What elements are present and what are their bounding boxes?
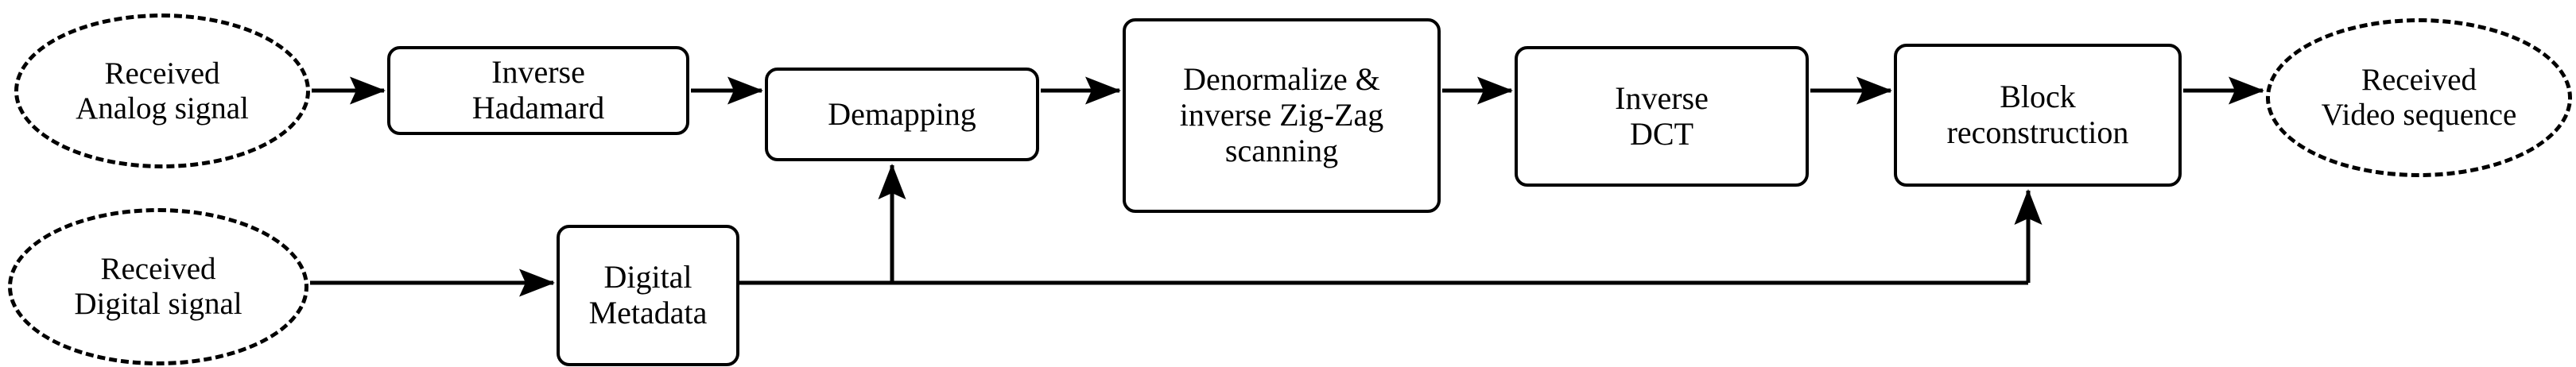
node-digital-metadata[interactable]: Digital Metadata [557,225,739,366]
node-label: Received Digital signal [74,252,242,321]
node-label: Inverse DCT [1615,79,1709,152]
node-received-video-sequence[interactable]: Received Video sequence [2266,18,2572,177]
node-demapping[interactable]: Demapping [765,68,1039,161]
node-received-analog-signal[interactable]: Received Analog signal [14,14,310,168]
node-block-reconstruction[interactable]: Block reconstruction [1894,44,2182,187]
node-label: Inverse Hadamard [471,54,605,126]
node-label: Denormalize & inverse Zig-Zag scanning [1179,61,1384,168]
node-inverse-hadamard[interactable]: Inverse Hadamard [387,46,689,135]
node-denormalize-inverse-zigzag-scanning[interactable]: Denormalize & inverse Zig-Zag scanning [1123,18,1441,213]
node-label: Received Video sequence [2321,63,2517,132]
node-label: Demapping [828,95,976,132]
node-label: Digital Metadata [588,259,708,330]
node-inverse-dct[interactable]: Inverse DCT [1515,46,1809,187]
node-label: Block reconstruction [1946,79,2129,150]
node-received-digital-signal[interactable]: Received Digital signal [8,208,308,365]
node-label: Received Analog signal [76,56,249,126]
